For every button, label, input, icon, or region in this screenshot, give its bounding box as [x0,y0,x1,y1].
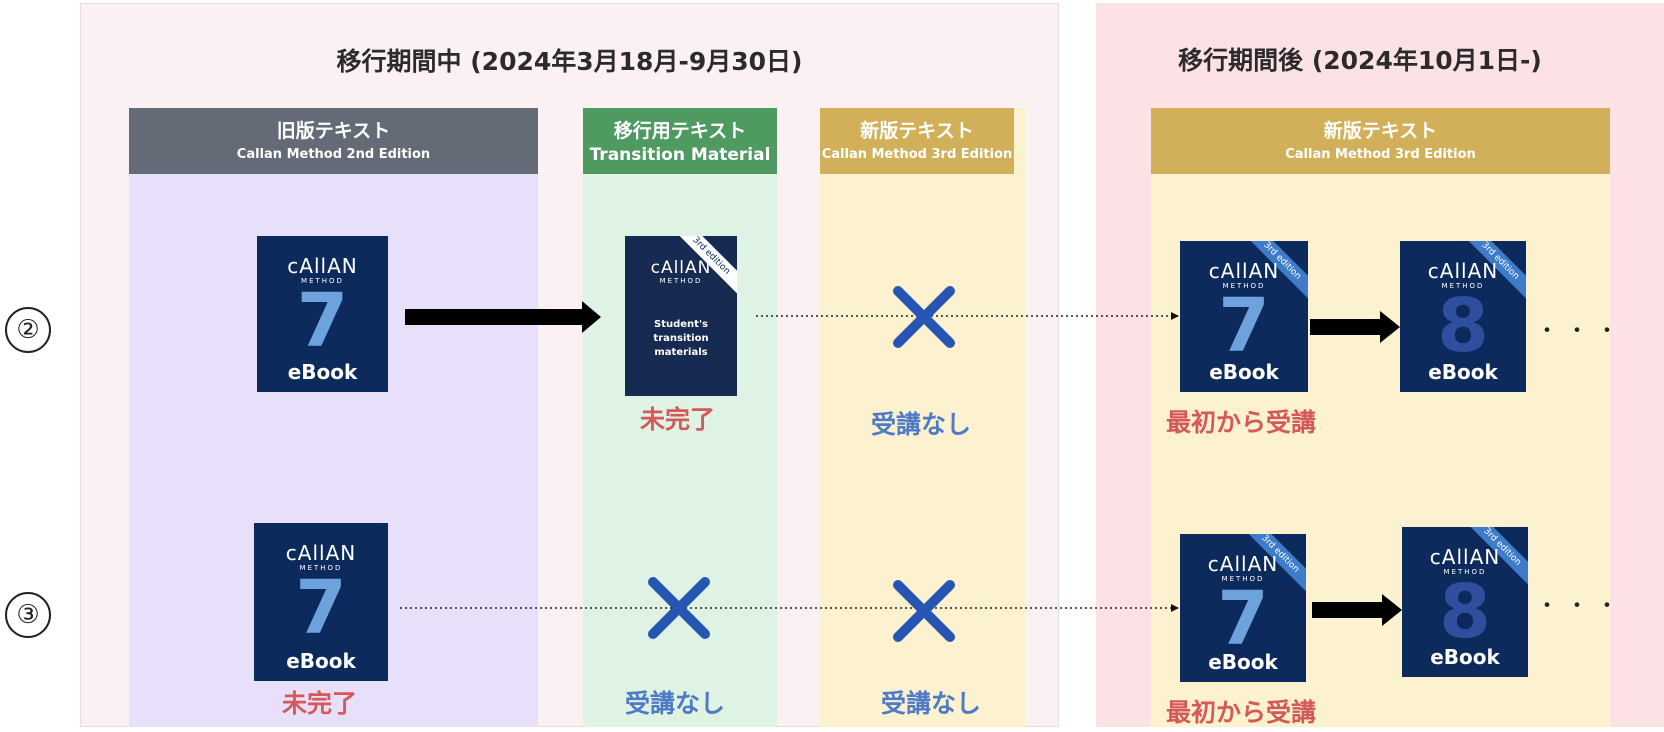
callan-method-text: METHOD [301,277,344,285]
column-transition-header: 移行用テキスト Transition Material [583,108,777,174]
row3-arrow-7-to-8 [1312,594,1402,626]
book-number: 7 [1218,283,1270,369]
column-old-header: 旧版テキスト Callan Method 2nd Edition [129,108,538,174]
row3-after-book-8: 3rd edition cAllAN METHOD 8 eBook [1402,527,1528,677]
callan-method-text: METHOD [1443,568,1487,576]
row2-arrow-7-to-8 [1310,311,1400,343]
row2-after-book-7: 3rd edition cAllAN METHOD 7 eBook [1180,241,1308,392]
callan-logo: cAllAN [285,541,357,565]
row3-old-book-7: cAllAN METHOD 7 eBook [254,523,388,681]
ebook-label: eBook [286,649,356,673]
book-number: 7 [296,278,349,364]
row2-arrow-old-to-transition [405,301,601,333]
column-new-during-header: 新版テキスト Callan Method 3rd Edition [820,108,1014,174]
ebook-label: eBook [287,360,358,384]
row2-after-book-8: 3rd edition cAllAN METHOD 8 eBook [1400,241,1526,392]
column-transition-title: 移行用テキスト [613,120,747,142]
row-number-3: ③ [5,592,51,638]
callan-logo: cAllAN [1429,545,1501,569]
ebook-label: eBook [1208,650,1278,674]
row3-after-status: 最初から受講 [1166,698,1317,727]
row3-transition-status: 受講なし [625,689,726,718]
row2-ellipsis: ・・・ [1536,319,1627,344]
column-transition-subtitle: Transition Material [589,145,771,165]
panel-after-title: 移行期間後 (2024年10月1日-) [1178,46,1542,75]
column-new-after-title: 新版テキスト [1323,120,1438,142]
column-new-after-subtitle: Callan Method 3rd Edition [1285,147,1476,162]
column-new-after-header: 新版テキスト Callan Method 3rd Edition [1151,108,1610,174]
row2-transition-book: 3rd edition cAllAN METHOD Student's tran… [625,236,737,396]
ebook-label: eBook [1428,360,1498,384]
book-number: 7 [1217,576,1269,662]
column-new-during-bg [820,108,1025,727]
column-new-during-title: 新版テキスト [860,120,974,142]
book-number: 7 [295,565,347,651]
ebook-label: eBook [1430,645,1500,669]
callan-method-text: METHOD [299,564,343,572]
callan-method-text: METHOD [1441,282,1485,290]
callan-logo: cAllAN [1427,259,1499,283]
row3-after-book-7: 3rd edition cAllAN METHOD 7 eBook [1180,534,1306,682]
transition-materials-text: Student's transition materials [653,319,709,358]
column-new-during-subtitle: Callan Method 3rd Edition [821,147,1013,162]
callan-logo: cAllAN [650,258,712,278]
row-number-2: ② [5,307,51,353]
column-old-subtitle: Callan Method 2nd Edition [236,147,431,162]
callan-logo: cAllAN [287,254,358,278]
callan-logo: cAllAN [1207,552,1279,576]
row3-transition-x-icon [648,577,710,639]
column-old-title: 旧版テキスト [276,120,391,142]
row2-transition-status: 未完了 [640,405,716,434]
row3-old-status: 未完了 [282,689,358,718]
row3-ellipsis: ・・・ [1536,594,1627,619]
row2-old-book-7: cAllAN METHOD 7 eBook [257,236,388,392]
callan-method-text: METHOD [1221,575,1265,583]
row2-new-during-status: 受講なし [871,410,972,439]
callan-logo: cAllAN [1208,259,1280,283]
book-number: 8 [1439,569,1491,655]
panel-during-title: 移行期間中 (2024年3月18月-9月30日) [336,47,803,76]
column-transition-bg [583,108,777,727]
row2-new-during-x-icon [893,286,955,348]
ebook-label: eBook [1209,360,1279,384]
row3-new-during-x-icon [893,580,955,642]
callan-method-text: METHOD [1222,282,1266,290]
callan-method-text: METHOD [659,277,703,285]
book-number: 8 [1437,283,1489,369]
row3-new-during-status: 受講なし [881,689,982,718]
row2-after-status: 最初から受講 [1166,408,1317,437]
